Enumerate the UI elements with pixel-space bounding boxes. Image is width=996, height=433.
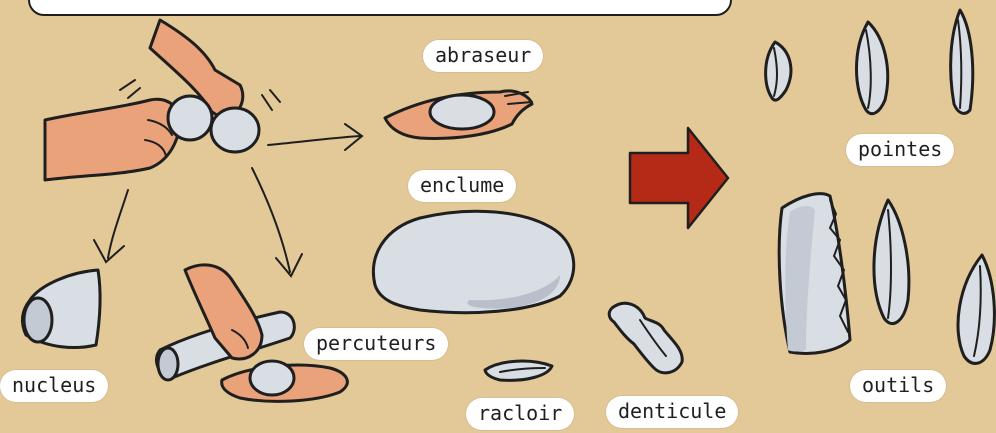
enclume-illustration [373,211,573,312]
label-pointes: pointes [846,134,954,166]
pointes-illustrations [766,10,973,114]
outils-illustrations [779,194,994,364]
core-stone [211,108,259,152]
label-enclume: enclume [408,170,516,202]
knapping-hands [45,20,280,180]
label-abraseur: abraseur [423,40,543,72]
label-outils: outils [850,370,946,402]
label-denticule: denticule [606,396,738,428]
denticule-illustration [609,303,682,373]
racloir-illustration [485,361,552,380]
label-nucleus: nucleus [0,370,108,402]
nucleus-illustration [23,270,101,348]
hammerstone [168,96,212,140]
big-transformation-arrow [630,128,728,228]
label-racloir: racloir [466,398,574,430]
abraseur-illustration [385,91,532,138]
label-percuteurs: percuteurs [304,328,448,360]
